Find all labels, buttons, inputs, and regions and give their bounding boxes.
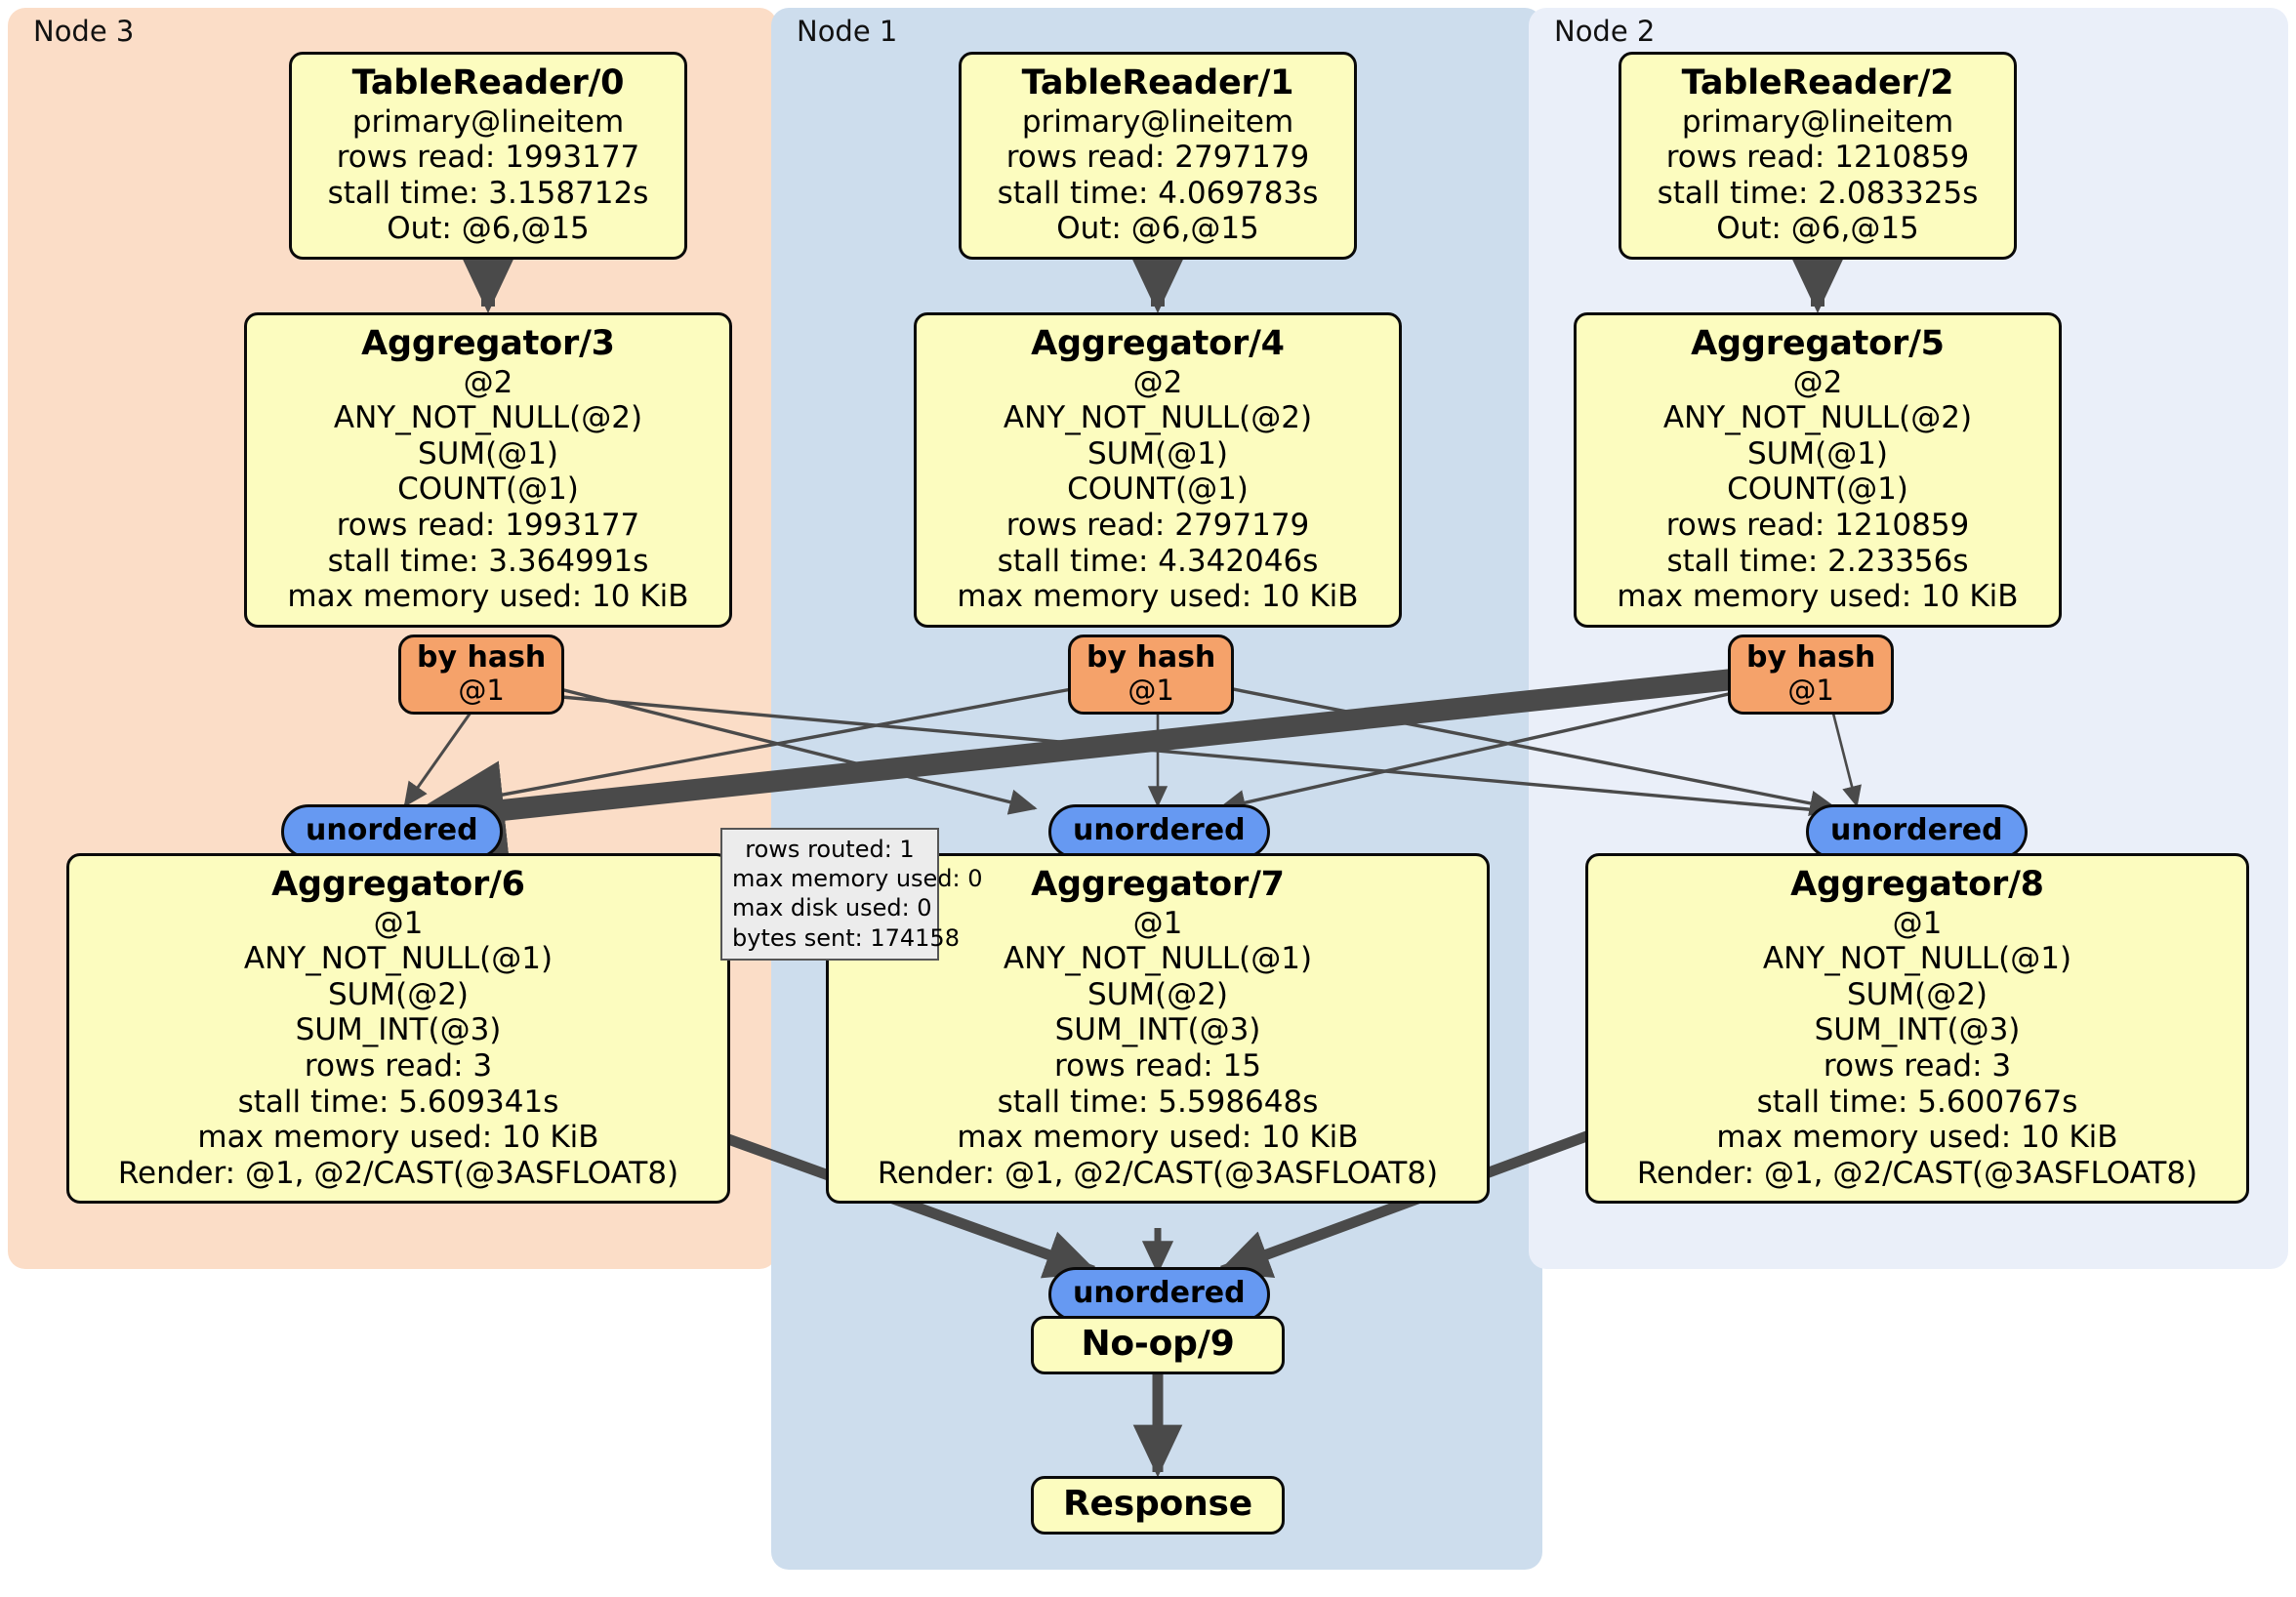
stream-stats-box: rows routed: 1 max memory used: 0 max di… <box>720 828 983 961</box>
processor-detail-line: stall time: 5.609341s <box>237 1084 559 1120</box>
processor-aggregator-3[interactable]: Aggregator/3 @2 ANY_NOT_NULL(@2) SUM(@1)… <box>244 312 732 628</box>
processor-noop-9[interactable]: No-op/9 <box>1031 1316 1285 1374</box>
cluster-label-node-3: Node 3 <box>33 15 135 48</box>
processor-response[interactable]: Response <box>1031 1476 1285 1535</box>
processor-title: Aggregator/7 <box>1031 865 1285 904</box>
processor-detail-line: SUM(@2) <box>1086 976 1229 1012</box>
processor-detail-line: rows read: 3 <box>1823 1048 2012 1084</box>
processor-aggregator-6[interactable]: Aggregator/6 @1 ANY_NOT_NULL(@1) SUM(@2)… <box>66 853 730 1205</box>
processor-detail-line: rows read: 1210859 <box>1665 508 1970 543</box>
processor-detail-line: primary@lineitem <box>1021 103 1294 140</box>
router-column-label: @1 <box>458 673 505 707</box>
processor-title: No-op/9 <box>1081 1324 1235 1364</box>
cluster-label-node-2: Node 2 <box>1554 15 1656 48</box>
processor-aggregator-5[interactable]: Aggregator/5 @2 ANY_NOT_NULL(@2) SUM(@1)… <box>1574 312 2062 628</box>
router-by-hash-aggregator-5[interactable]: by hash @1 <box>1728 635 1895 716</box>
processor-table-reader-0[interactable]: TableReader/0 primary@lineitem rows read… <box>289 52 687 260</box>
processor-render-line: Render: @1, @2/CAST(@3ASFLOAT8) <box>877 1155 1439 1191</box>
processor-detail-line: stall time: 4.069783s <box>997 175 1319 211</box>
processor-detail-line: rows read: 1993177 <box>336 508 640 543</box>
processor-detail-line: rows read: 2797179 <box>1005 508 1310 543</box>
processor-detail-line: ANY_NOT_NULL(@2) <box>1003 400 1313 436</box>
processor-title: Aggregator/6 <box>271 865 525 904</box>
processor-detail-line: ANY_NOT_NULL(@1) <box>1762 941 2072 977</box>
processor-detail-line: Out: @6,@15 <box>387 211 590 247</box>
processor-detail-line: primary@lineitem <box>1681 103 1954 140</box>
processor-detail-line: stall time: 3.158712s <box>327 175 649 211</box>
processor-detail-line: COUNT(@1) <box>397 471 579 508</box>
processor-detail-line: ANY_NOT_NULL(@1) <box>243 941 554 977</box>
processor-detail-line: stall time: 3.364991s <box>327 543 649 579</box>
processor-detail-line: max memory used: 10 KiB <box>1716 1120 2118 1156</box>
processor-title: Aggregator/4 <box>1031 324 1285 363</box>
processor-detail-line: rows read: 1993177 <box>336 140 640 176</box>
processor-detail-line: COUNT(@1) <box>1067 471 1249 508</box>
processor-detail-line: max memory used: 10 KiB <box>957 579 1359 615</box>
processor-detail-line: SUM(@2) <box>1846 976 1988 1012</box>
processor-aggregator-8[interactable]: Aggregator/8 @1 ANY_NOT_NULL(@1) SUM(@2)… <box>1585 853 2249 1205</box>
processor-detail-line: @2 <box>463 364 513 400</box>
processor-detail-line: rows read: 15 <box>1054 1048 1261 1084</box>
processor-detail-line: stall time: 5.598648s <box>997 1084 1319 1120</box>
cluster-label-node-1: Node 1 <box>797 15 898 48</box>
synchronizer-unordered-aggregator-7[interactable]: unordered <box>1048 804 1270 859</box>
processor-detail-line: primary@lineitem <box>351 103 625 140</box>
processor-detail-line: @1 <box>1132 905 1183 941</box>
processor-detail-line: SUM(@1) <box>1746 435 1889 471</box>
processor-title: Aggregator/8 <box>1790 865 2044 904</box>
router-type-label: by hash <box>1746 640 1876 675</box>
processor-detail-line: COUNT(@1) <box>1727 471 1908 508</box>
processor-title: Aggregator/3 <box>361 324 615 363</box>
synchronizer-unordered-aggregator-8[interactable]: unordered <box>1806 804 2028 859</box>
processor-detail-line: ANY_NOT_NULL(@1) <box>1003 941 1313 977</box>
processor-detail-line: max memory used: 10 KiB <box>1617 579 2019 615</box>
processor-detail-line: @2 <box>1132 364 1183 400</box>
processor-detail-line: stall time: 5.600767s <box>1756 1084 2078 1120</box>
processor-detail-line: rows read: 2797179 <box>1005 140 1310 176</box>
router-column-label: @1 <box>1787 673 1834 707</box>
processor-detail-line: stall time: 2.083325s <box>1657 175 1979 211</box>
processor-detail-line: @2 <box>1792 364 1843 400</box>
processor-title: TableReader/2 <box>1681 63 1954 102</box>
processor-detail-line: @1 <box>373 905 424 941</box>
processor-detail-line: ANY_NOT_NULL(@2) <box>333 400 643 436</box>
processor-detail-line: SUM_INT(@3) <box>295 1012 502 1048</box>
stats-rows-routed: rows routed: 1 <box>745 836 915 863</box>
processor-detail-line: rows read: 3 <box>304 1048 493 1084</box>
processor-title: Response <box>1063 1484 1252 1524</box>
processor-aggregator-4[interactable]: Aggregator/4 @2 ANY_NOT_NULL(@2) SUM(@1)… <box>914 312 1402 628</box>
processor-title: TableReader/0 <box>351 63 625 102</box>
router-type-label: by hash <box>417 640 547 675</box>
processor-detail-line: SUM_INT(@3) <box>1814 1012 2021 1048</box>
processor-detail-line: max memory used: 10 KiB <box>957 1120 1359 1156</box>
processor-detail-line: SUM(@2) <box>327 976 470 1012</box>
processor-title: TableReader/1 <box>1021 63 1294 102</box>
processor-title: Aggregator/5 <box>1691 324 1945 363</box>
processor-detail-line: max memory used: 10 KiB <box>197 1120 599 1156</box>
router-type-label: by hash <box>1086 640 1216 675</box>
processor-table-reader-2[interactable]: TableReader/2 primary@lineitem rows read… <box>1619 52 2017 260</box>
router-by-hash-aggregator-4[interactable]: by hash @1 <box>1068 635 1235 716</box>
processor-table-reader-1[interactable]: TableReader/1 primary@lineitem rows read… <box>959 52 1357 260</box>
processor-render-line: Render: @1, @2/CAST(@3ASFLOAT8) <box>1636 1155 2198 1191</box>
processor-detail-line: ANY_NOT_NULL(@2) <box>1662 400 1973 436</box>
processor-render-line: Render: @1, @2/CAST(@3ASFLOAT8) <box>117 1155 679 1191</box>
synchronizer-unordered-noop-9[interactable]: unordered <box>1048 1267 1270 1322</box>
stats-max-disk-used: max disk used: 0 <box>732 894 932 922</box>
processor-detail-line: SUM(@1) <box>417 435 559 471</box>
router-column-label: @1 <box>1128 673 1174 707</box>
router-by-hash-aggregator-3[interactable]: by hash @1 <box>398 635 565 716</box>
processor-detail-line: SUM(@1) <box>1086 435 1229 471</box>
stats-bytes-sent: bytes sent: 174158 <box>732 923 960 952</box>
processor-detail-line: stall time: 2.23356s <box>1666 543 1969 579</box>
synchronizer-unordered-aggregator-6[interactable]: unordered <box>281 804 503 859</box>
stats-max-memory-used: max memory used: 0 <box>732 865 983 893</box>
processor-detail-line: stall time: 4.342046s <box>997 543 1319 579</box>
processor-detail-line: SUM_INT(@3) <box>1054 1012 1261 1048</box>
processor-detail-line: max memory used: 10 KiB <box>287 579 689 615</box>
processor-detail-line: @1 <box>1892 905 1943 941</box>
processor-detail-line: Out: @6,@15 <box>1716 211 1919 247</box>
processor-detail-line: rows read: 1210859 <box>1665 140 1970 176</box>
processor-detail-line: Out: @6,@15 <box>1056 211 1259 247</box>
